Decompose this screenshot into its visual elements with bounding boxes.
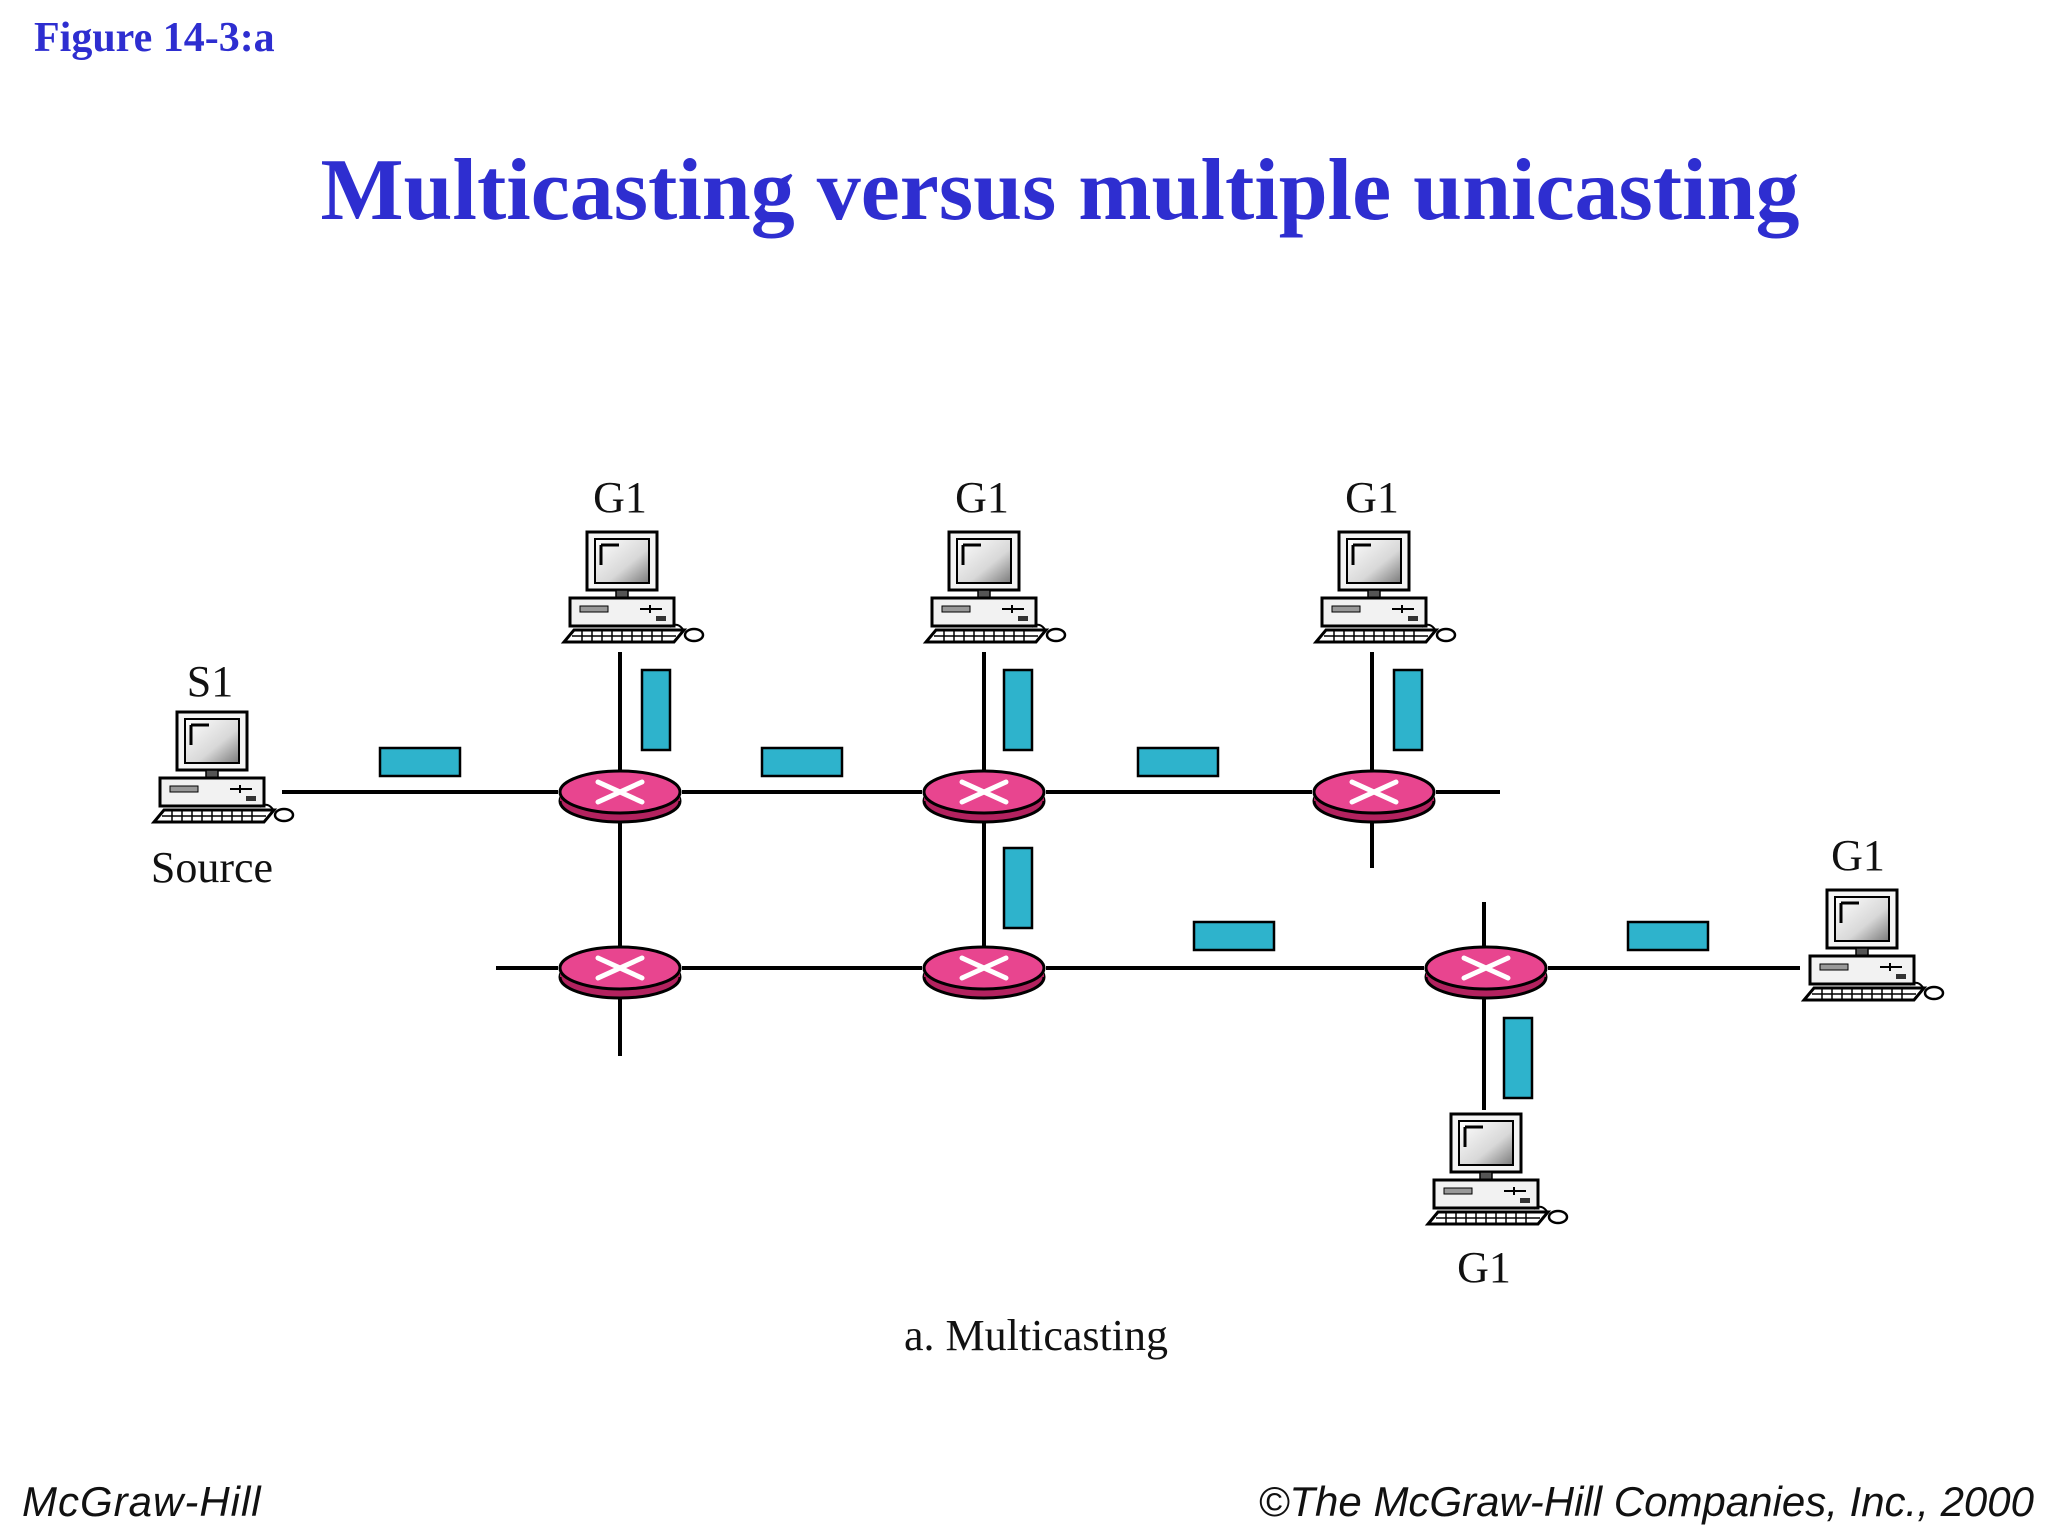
packet-h xyxy=(1626,920,1710,952)
router-icon xyxy=(1314,771,1434,822)
g1-computer-icon xyxy=(924,530,1067,644)
packet-v xyxy=(1392,668,1424,752)
router-icon xyxy=(924,771,1044,822)
router-icon xyxy=(1426,947,1546,998)
g1-computer-icon xyxy=(1314,530,1457,644)
g1-label: G1 xyxy=(593,473,647,522)
diagram-labels: S1 Source G1 G1 G1 G1 G1 a. Multicasting xyxy=(151,473,1885,1360)
packets xyxy=(378,668,1710,1100)
diagram-caption: a. Multicasting xyxy=(904,1311,1168,1360)
figure-label: Figure 14-3:a xyxy=(34,15,275,61)
g1-label: G1 xyxy=(1831,831,1885,880)
router-icon xyxy=(924,947,1044,998)
footer-copyright: ©The McGraw-Hill Companies, Inc., 2000 xyxy=(1258,1478,2034,1525)
packet-v xyxy=(1002,846,1034,930)
source-computer-icon xyxy=(152,710,295,824)
network-links xyxy=(282,652,1800,1110)
g1-label: G1 xyxy=(1345,473,1399,522)
source-name-label: S1 xyxy=(187,657,233,706)
router-icon xyxy=(560,771,680,822)
packet-v xyxy=(640,668,672,752)
g1-computer-icon xyxy=(1426,1112,1569,1226)
g1-computer-icon xyxy=(562,530,705,644)
router-icon xyxy=(560,947,680,998)
packet-h xyxy=(1136,746,1220,778)
g1-label: G1 xyxy=(1457,1243,1511,1292)
g1-computer-icon xyxy=(1802,888,1945,1002)
source-caption-label: Source xyxy=(151,843,273,892)
routers xyxy=(560,771,1546,998)
packet-v xyxy=(1502,1016,1534,1100)
g1-label: G1 xyxy=(955,473,1009,522)
computers xyxy=(152,530,1945,1226)
footer-publisher: McGraw-Hill xyxy=(22,1478,262,1525)
packet-h xyxy=(1192,920,1276,952)
slide-title: Multicasting versus multiple unicasting xyxy=(320,142,1800,239)
packet-v xyxy=(1002,668,1034,752)
packet-h xyxy=(760,746,844,778)
packet-h xyxy=(378,746,462,778)
